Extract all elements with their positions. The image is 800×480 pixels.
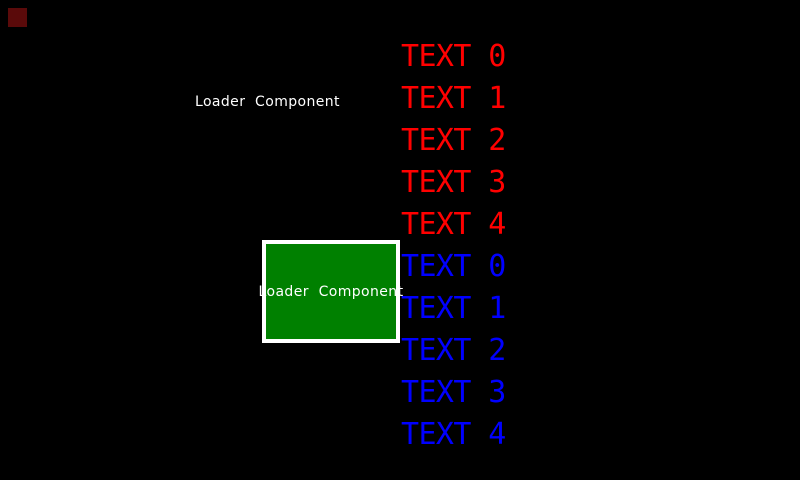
corner-marker <box>8 8 27 27</box>
text-list-item: TEXT 1 <box>401 81 506 116</box>
text-list-item: TEXT 4 <box>401 417 506 452</box>
text-list-item: TEXT 1 <box>401 291 506 326</box>
text-list-item: TEXT 0 <box>401 39 506 74</box>
loader-component-label: Loader Component <box>195 94 340 110</box>
text-list-item: TEXT 3 <box>401 375 506 410</box>
text-list-item: TEXT 0 <box>401 249 506 284</box>
text-list-item: TEXT 2 <box>401 333 506 368</box>
text-list-item: TEXT 2 <box>401 123 506 158</box>
loader-component-box: Loader Component <box>259 240 403 343</box>
text-list-item: TEXT 4 <box>401 207 506 242</box>
text-list-item: TEXT 3 <box>401 165 506 200</box>
text-list: TEXT 0 TEXT 1 TEXT 2 TEXT 3 TEXT 4 TEXT 0 TEXT… <box>401 36 506 456</box>
loader-box-label: Loader Component <box>258 283 404 300</box>
